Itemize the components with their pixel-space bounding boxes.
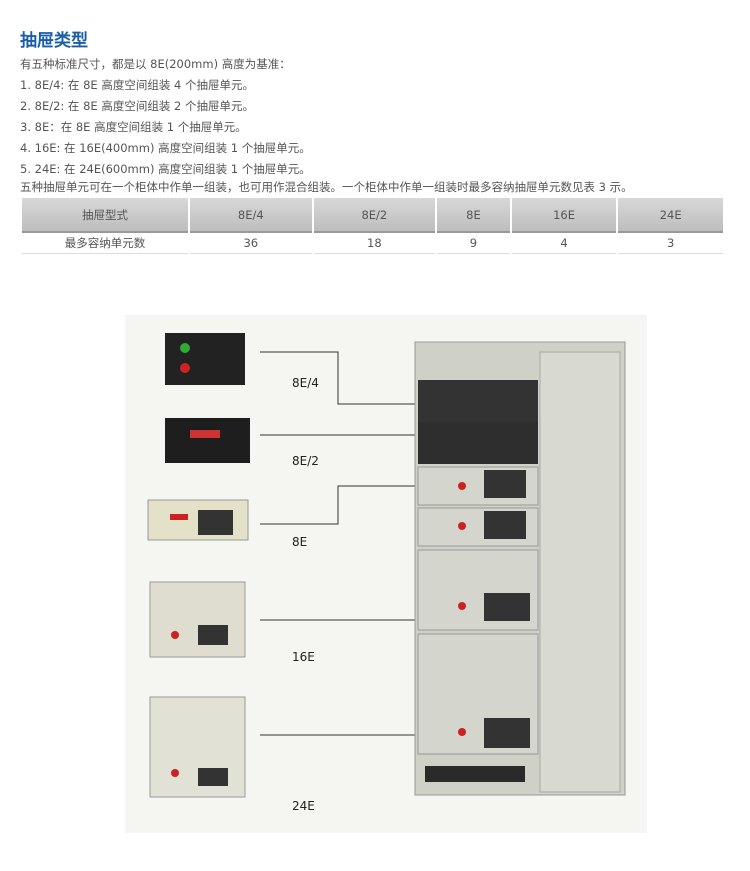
table-header: 8E/4 — [190, 198, 312, 233]
label-24e: 24E — [292, 799, 315, 813]
table-cell: 18 — [313, 233, 436, 254]
label-16e: 16E — [292, 650, 315, 664]
list-item: 3. 8E：在 8E 高度空间组装 1 个抽屉单元。 — [20, 120, 247, 134]
label-8e: 8E — [292, 535, 308, 549]
drawer-units — [147, 333, 250, 798]
table-header: 8E/2 — [313, 198, 436, 233]
table-cell: 3 — [618, 233, 723, 254]
note-text: 五种抽屉单元可在一个柜体中作单一组装，也可用作混合组装。一个柜体中作单一组装时最… — [20, 180, 633, 194]
cabinet — [414, 341, 626, 796]
table-header: 16E — [511, 198, 617, 233]
label-8e4: 8E/4 — [292, 376, 319, 390]
table-header: 24E — [618, 198, 723, 233]
connector-lines — [260, 351, 418, 736]
drawer-capacity-table: 抽屉型式 8E/4 8E/2 8E 16E 24E 最多容纳单元数 36 18 … — [20, 198, 725, 254]
table-cell: 最多容纳单元数 — [22, 233, 188, 254]
list-item: 5. 24E: 在 24E(600mm) 高度空间组装 1 个抽屉单元。 — [20, 162, 311, 176]
table-header: 8E — [437, 198, 510, 233]
list-item: 4. 16E: 在 16E(400mm) 高度空间组装 1 个抽屉单元。 — [20, 141, 311, 155]
table-cell: 4 — [511, 233, 617, 254]
list-item: 2. 8E/2: 在 8E 高度空间组装 2 个抽屉单元。 — [20, 99, 254, 113]
label-8e2: 8E/2 — [292, 454, 319, 468]
table-header: 抽屉型式 — [22, 198, 188, 233]
list-item: 1. 8E/4: 在 8E 高度空间组装 4 个抽屉单元。 — [20, 78, 254, 92]
intro-text: 有五种标准尺寸，都是以 8E(200mm) 高度为基准： — [20, 57, 291, 71]
table-cell: 9 — [437, 233, 510, 254]
page-title: 抽屉类型 — [20, 31, 88, 51]
table-row: 最多容纳单元数 36 18 9 4 3 — [22, 233, 723, 254]
table-cell: 36 — [190, 233, 312, 254]
